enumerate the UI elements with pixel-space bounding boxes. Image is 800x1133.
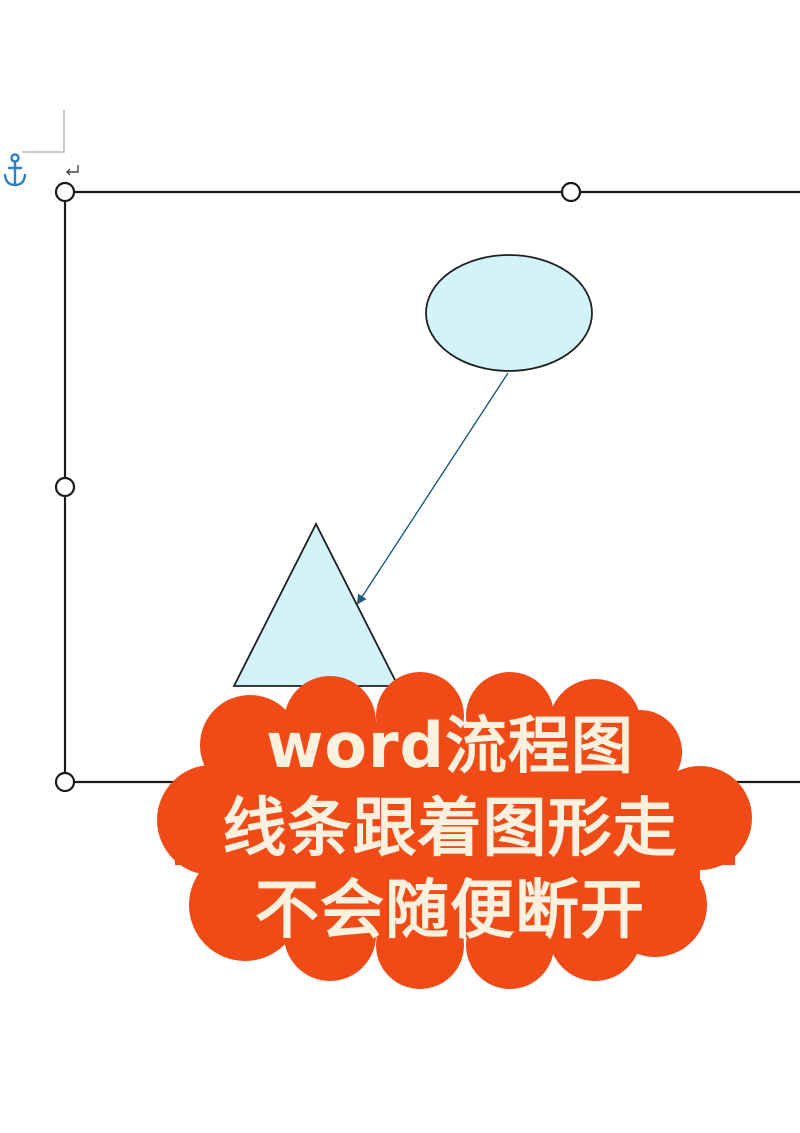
paragraph-mark-icon xyxy=(66,165,79,176)
resize-handle-top-middle[interactable] xyxy=(560,181,582,203)
resize-handle-top-left[interactable] xyxy=(54,181,76,203)
caption-line-1: word流程图 xyxy=(266,709,634,782)
triangle-shape[interactable] xyxy=(232,522,400,687)
caption-line-2: 线条跟着图形走 xyxy=(222,792,678,866)
caption-line-3: 不会随便断开 xyxy=(255,874,645,948)
resize-handle-bottom-left[interactable] xyxy=(54,771,76,793)
connector-arrow[interactable] xyxy=(356,372,509,605)
ellipse-shape[interactable] xyxy=(425,254,593,372)
margin-corner-mark xyxy=(22,110,65,153)
resize-handle-middle-left[interactable] xyxy=(54,476,76,498)
caption-badge xyxy=(157,672,752,989)
anchor-icon[interactable] xyxy=(3,153,27,187)
